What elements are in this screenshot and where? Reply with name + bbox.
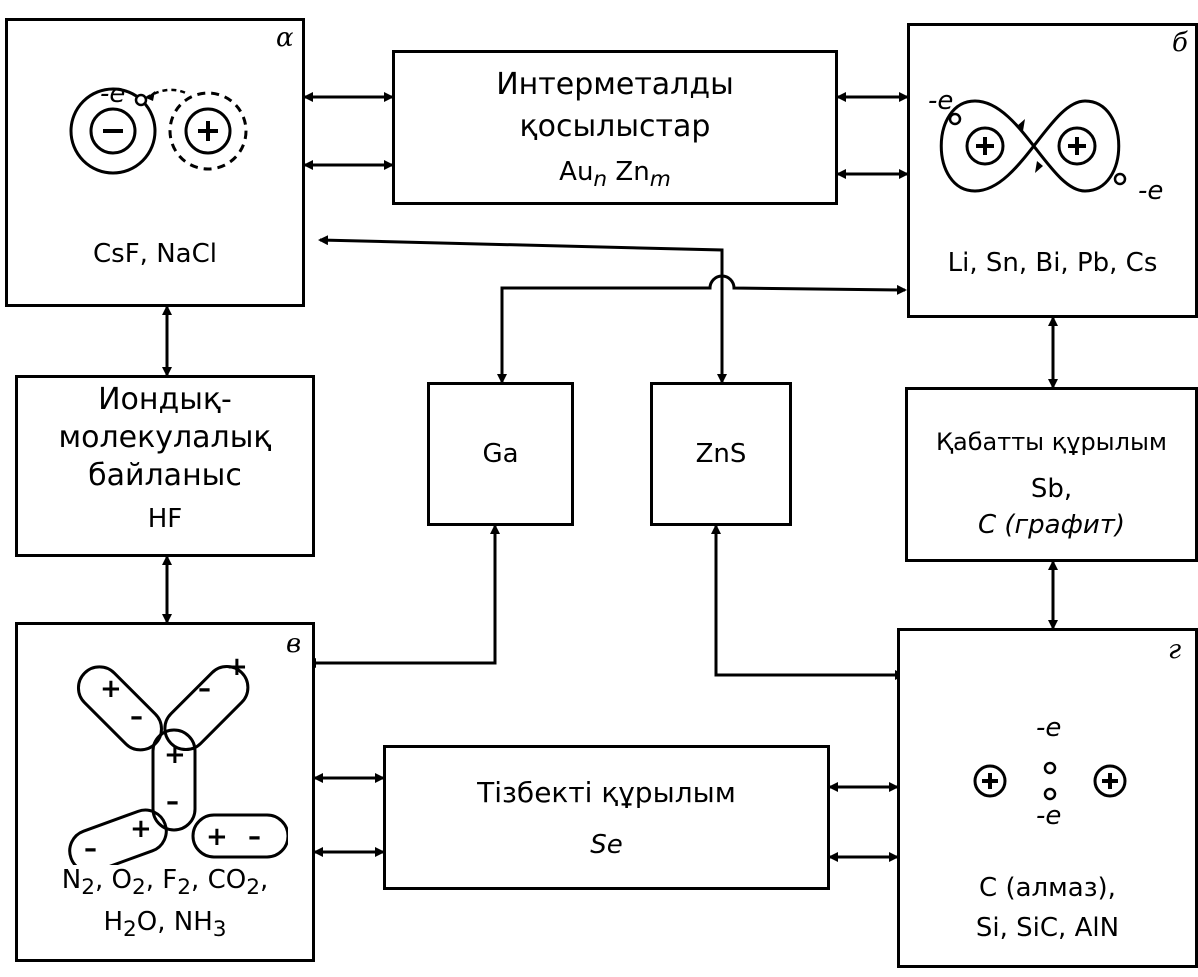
molecular-formula-row1: N2, O2, F2, CO2, — [18, 865, 312, 900]
layered-line1: Sb, — [908, 474, 1195, 504]
box-covalent-bond: г -e -e C (алмаз), Si, SiC, AlN — [897, 628, 1198, 968]
chain-formula: Se — [386, 830, 827, 860]
arrow-zns-g — [716, 526, 903, 675]
ionic-bond-icon — [48, 76, 268, 186]
svg-text:+: + — [226, 652, 248, 682]
arrow-ga-b — [502, 276, 905, 382]
box-zns: ZnS — [650, 382, 792, 526]
svg-text:+: + — [164, 740, 186, 770]
ionic-formula: CsF, NaCl — [8, 239, 302, 269]
arrow-a-zns — [320, 240, 722, 292]
dipole-molecules-icon: +– –+ +– –+ +– — [48, 645, 288, 865]
layered-line2: C (графит) — [908, 510, 1195, 540]
arrow-ga-v — [308, 526, 495, 663]
svg-text:+: + — [130, 814, 152, 844]
box-ionic-molecular: Иондық- молекулалық байланыс HF — [15, 375, 315, 557]
electron-bottom-label: -e — [1138, 176, 1163, 206]
svg-text:+: + — [100, 674, 122, 704]
covalent-formula-line2: Si, SiC, AlN — [900, 913, 1195, 943]
molecular-formula-row2: H2O, NH3 — [18, 907, 312, 942]
ga-label: Ga — [430, 439, 571, 469]
electron-bottom-label: -e — [1036, 801, 1061, 831]
metallic-formula: Li, Sn, Bi, Pb, Cs — [910, 248, 1195, 278]
svg-text:–: – — [248, 822, 261, 852]
svg-text:–: – — [166, 787, 179, 817]
corner-letter: в — [286, 629, 301, 659]
box-intermetallic: Интерметалды қосылыстар Aun Znm — [392, 50, 838, 205]
box-molecular-bond: в +– –+ +– –+ +– N2, O2, F2, CO2, H2O, N… — [15, 622, 315, 962]
ionic-molecular-line1: Иондық- — [18, 382, 312, 417]
box-ga: Ga — [427, 382, 574, 526]
layered-title: Қабатты құрылым — [908, 428, 1195, 456]
covalent-formula-line1: C (алмаз), — [900, 873, 1195, 903]
svg-text:–: – — [130, 702, 143, 732]
box-chain-structure: Тізбекті құрылым Se — [383, 745, 830, 890]
electron-label: -e — [100, 79, 125, 109]
ionic-molecular-formula: HF — [18, 504, 312, 534]
zns-label: ZnS — [653, 439, 789, 469]
svg-text:+: + — [206, 822, 228, 852]
box-layered-structure: Қабатты құрылым Sb, C (графит) — [905, 387, 1198, 562]
intermetallic-title-line2: қосылыстар — [395, 109, 835, 144]
corner-letter: б — [1172, 28, 1188, 58]
ionic-molecular-line2: молекулалық — [18, 420, 312, 455]
box-ionic-bond: α -e CsF, NaCl — [5, 18, 305, 307]
svg-text:–: – — [198, 674, 211, 704]
electron-top-label: -e — [1036, 713, 1061, 743]
intermetallic-formula: Aun Znm — [395, 157, 835, 192]
box-metallic-bond: б -e -e Li, Sn, Bi, Pb, Cs — [907, 23, 1198, 318]
corner-letter: α — [276, 23, 294, 53]
electron-top-label: -e — [928, 86, 953, 116]
svg-text:–: – — [84, 834, 97, 864]
corner-letter: г — [1168, 635, 1181, 665]
intermetallic-title-line1: Интерметалды — [395, 67, 835, 102]
ionic-molecular-line3: байланыс — [18, 458, 312, 493]
chain-title: Тізбекті құрылым — [386, 776, 827, 809]
